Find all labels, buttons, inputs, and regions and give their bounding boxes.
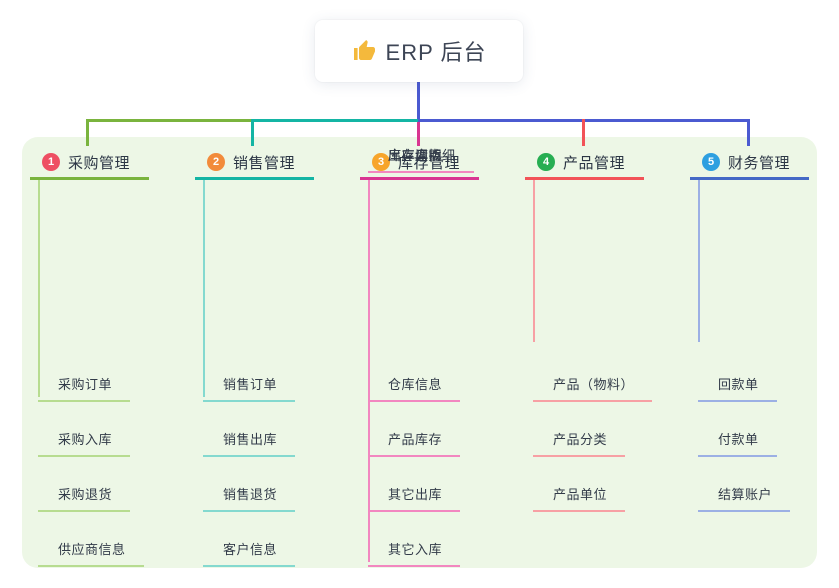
child-node[interactable]: 采购入库: [38, 429, 131, 457]
badge-number: 1: [42, 153, 60, 171]
branch-node-purchase[interactable]: 1 采购管理: [42, 149, 130, 175]
branch-label: 采购管理: [68, 154, 131, 172]
badge-number: 4: [537, 153, 555, 171]
child-node[interactable]: 回款单: [698, 374, 777, 402]
branch-child-line: [38, 180, 40, 397]
root-node-erp[interactable]: ERP 后台: [315, 20, 523, 82]
child-node[interactable]: 销售退货: [203, 484, 296, 512]
branch-label: 销售管理: [233, 154, 296, 172]
branch-node-finance[interactable]: 5 财务管理: [702, 149, 790, 175]
child-node[interactable]: 产品分类: [533, 429, 626, 457]
child-node[interactable]: 采购订单: [38, 374, 131, 402]
child-node[interactable]: 产品单位: [533, 484, 626, 512]
child-node[interactable]: 仓库信息: [368, 374, 461, 402]
connector-drop-product: [582, 119, 585, 146]
thumbs-up-icon: [352, 39, 376, 63]
branch-label: 产品管理: [563, 154, 626, 172]
branch-node-inventory[interactable]: 3 库存管理: [372, 149, 460, 175]
child-node[interactable]: 客户信息: [203, 539, 296, 567]
branch-underline: [30, 177, 149, 180]
branch-child-line: [203, 180, 205, 397]
branches-panel: [22, 137, 817, 568]
connector-drop-finance: [747, 119, 750, 146]
branch-child-line: [533, 180, 535, 342]
badge-number: 2: [207, 153, 225, 171]
child-node[interactable]: 销售订单: [203, 374, 296, 402]
badge-number: 3: [372, 153, 390, 171]
child-node[interactable]: 结算账户: [698, 484, 791, 512]
child-node[interactable]: 付款单: [698, 429, 777, 457]
branch-node-sales[interactable]: 2 销售管理: [207, 149, 295, 175]
child-node[interactable]: 产品库存: [368, 429, 461, 457]
branch-child-line: [698, 180, 700, 342]
branch-node-product[interactable]: 4 产品管理: [537, 149, 625, 175]
badge-number: 5: [702, 153, 720, 171]
child-node[interactable]: 其它出库: [368, 484, 461, 512]
branch-underline: [690, 177, 809, 180]
branch-label: 财务管理: [728, 154, 791, 172]
child-node[interactable]: 出库库明细: [368, 145, 474, 173]
connector-horizontal-green: [86, 119, 253, 122]
child-node[interactable]: 其它入库: [368, 539, 461, 567]
root-connector-line: [417, 82, 420, 120]
branch-underline: [360, 177, 479, 180]
connector-drop-inventory: [417, 122, 420, 146]
child-node[interactable]: 销售出库: [203, 429, 296, 457]
root-title: ERP 后台: [385, 40, 487, 65]
branch-child-line: [368, 180, 370, 562]
connector-drop-sales: [251, 119, 254, 146]
connector-drop-purchase: [86, 119, 89, 146]
branch-label: 库存管理: [398, 154, 461, 172]
child-node[interactable]: 供应商信息: [38, 539, 144, 567]
child-node[interactable]: 采购退货: [38, 484, 131, 512]
child-node[interactable]: 产品（物料）: [533, 374, 653, 402]
branch-underline: [195, 177, 314, 180]
branch-underline: [525, 177, 644, 180]
connector-horizontal-teal: [253, 119, 418, 122]
